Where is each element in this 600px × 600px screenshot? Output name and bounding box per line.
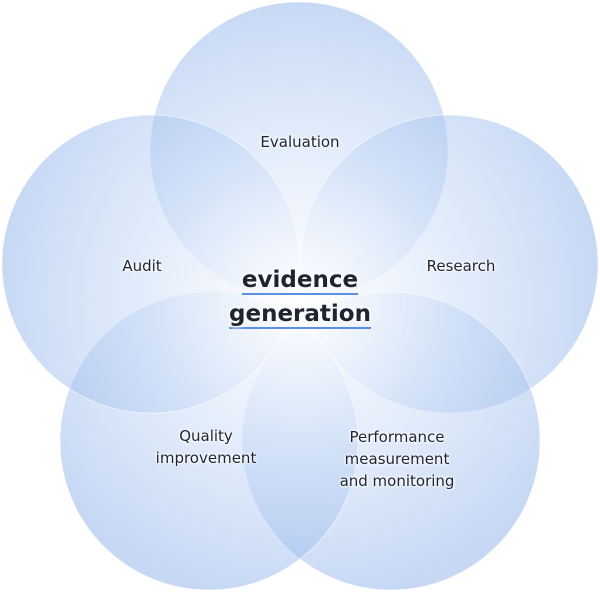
label-line: measurement [344,450,450,468]
label-research: Research [426,257,496,275]
center-line-1: evidence [241,267,359,295]
circle-audit [1,114,301,414]
label-line: Quality [179,427,233,445]
label-line: and monitoring [339,472,455,490]
label-performance: Performance measurement and monitoring [340,426,455,492]
label-evaluation: Evaluation [260,133,340,151]
label-audit: Audit [122,257,162,275]
label-quality: Quality improvement [156,425,257,469]
center-line-2: generation [229,301,371,329]
label-line: Performance [349,428,445,446]
label-line: improvement [155,449,257,467]
center-title: evidence generation [229,263,371,331]
